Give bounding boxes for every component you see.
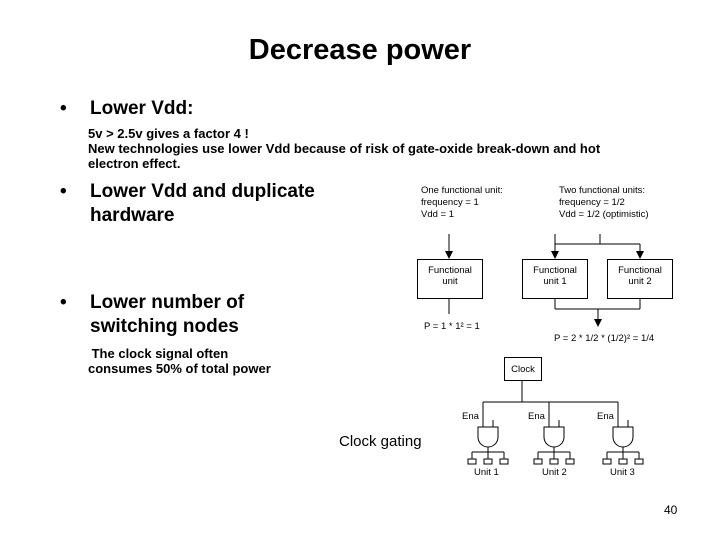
one-unit-caption: One functional unit: frequency = 1 Vdd =… (421, 185, 503, 221)
clock-note: The clock signal often consumes 50% of t… (88, 346, 271, 376)
two-units-caption: Two functional units: frequency = 1/2 Vd… (559, 185, 649, 221)
vdd-note-line: 5v > 2.5v gives a factor 4 ! (88, 126, 249, 141)
slide-title: Decrease power (248, 34, 472, 66)
bullet-text: switching nodes (90, 316, 239, 337)
box-label: unit (442, 276, 458, 287)
box-label: Functional (533, 265, 577, 276)
bullet-duplicate-hardware: • Lower Vdd and duplicate hardware (60, 180, 390, 230)
bullet-text: Lower Vdd: (90, 98, 194, 119)
gate-tree-unit-2 (533, 426, 575, 465)
gated-clock-trees (467, 426, 644, 465)
enable-label-3: Ena (597, 411, 614, 422)
vdd-note-line: New technologies use lower Vdd because o… (88, 141, 601, 156)
bullet-marker: • (60, 98, 67, 119)
clock-note-line: The clock signal often (88, 346, 229, 361)
vdd-note-line: electron effect. (88, 156, 181, 171)
caption-line: Vdd = 1/2 (optimistic) (559, 209, 649, 220)
box-label: unit 1 (543, 276, 567, 287)
page-number: 40 (664, 503, 678, 517)
bullet-text: Lower number of (90, 292, 245, 313)
enable-label-2: Ena (528, 411, 545, 422)
unit-label-3: Unit 3 (610, 467, 635, 478)
caption-line: frequency = 1/2 (559, 197, 625, 208)
bullet-marker: • (60, 292, 67, 313)
functional-unit-1-box: Functional unit 1 (522, 259, 588, 299)
enable-label-1: Ena (462, 411, 479, 422)
vdd-note: 5v > 2.5v gives a factor 4 ! New technol… (88, 126, 600, 171)
bullet-switching-nodes: • Lower number of switching nodes (60, 291, 390, 341)
box-label: unit 2 (628, 276, 652, 287)
gate-tree-unit-1 (467, 426, 509, 465)
clock-gating-label: Clock gating (339, 433, 422, 450)
caption-line: Vdd = 1 (421, 209, 455, 220)
gate-tree-unit-3 (602, 426, 644, 465)
caption-line: Two functional units: (559, 185, 646, 196)
unit-label-2: Unit 2 (542, 467, 567, 478)
bullet-marker: • (60, 181, 67, 202)
bullet-text: hardware (90, 205, 175, 226)
box-label: Functional (428, 265, 472, 276)
caption-line: frequency = 1 (421, 197, 479, 208)
box-label: Functional (618, 265, 662, 276)
functional-unit-2-box: Functional unit 2 (607, 259, 673, 299)
unit-label-1: Unit 1 (474, 467, 499, 478)
power-formula-two-units: P = 2 * 1/2 * (1/2)² = 1/4 (554, 333, 655, 344)
power-formula-one-unit: P = 1 * 1² = 1 (424, 321, 480, 332)
functional-unit-box: Functional unit (417, 259, 483, 299)
bullet-text: Lower Vdd and duplicate (90, 181, 315, 202)
caption-line: One functional unit: (421, 185, 503, 196)
clock-note-line: consumes 50% of total power (88, 361, 271, 376)
clock-box: Clock (504, 357, 542, 381)
